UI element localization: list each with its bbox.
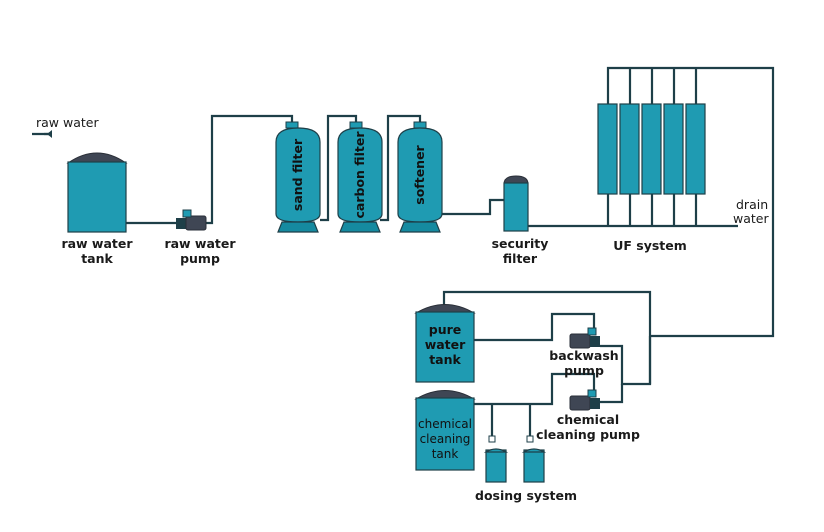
uf-membrane-4 [663, 103, 684, 195]
chemical-cleaning-pump-body [569, 395, 591, 411]
dosing-tank-1 [485, 449, 507, 483]
raw-water-pump-motor [176, 218, 186, 229]
uf-membrane-2 [619, 103, 640, 195]
sand-filter-stand [277, 221, 319, 233]
chem-pump-return-pipe [600, 384, 624, 404]
backwash-pump-motor [590, 336, 600, 347]
uf-system [597, 103, 706, 195]
pure-water-tank [414, 304, 476, 383]
raw-water-pump-head [182, 209, 192, 218]
dosing-valve-2 [526, 435, 534, 443]
chemical-cleaning-tank-label-3: tank [432, 447, 459, 461]
uf-membrane-1 [597, 103, 618, 195]
sand-to-carbon-pipe [320, 114, 358, 222]
carbon-filter-stand [339, 221, 381, 233]
backwash-pump [569, 327, 600, 349]
uf-to-pure-tank-pipe [442, 290, 652, 384]
backwash-pump-label-1: backwash [549, 348, 618, 363]
pure-water-tank-label-3: tank [429, 352, 461, 367]
raw-water-pump [176, 209, 207, 231]
chemical-cleaning-tank-body [415, 397, 475, 471]
chemical-cleaning-tank-label-2: cleaning [420, 432, 471, 446]
backwash-pump-label-2: pump [564, 363, 604, 378]
uf-top-risers [628, 68, 698, 104]
raw-water-tank-body [67, 161, 127, 233]
uf-membrane-5 [685, 103, 706, 195]
pure-tank-to-backwash-pipe [474, 312, 596, 342]
uf-system-label: UF system [613, 238, 687, 253]
sand-filter [275, 121, 321, 233]
security-filter-cap [503, 175, 529, 185]
raw-water-tank-label-2: tank [81, 251, 113, 266]
chemical-cleaning-pump-motor [590, 398, 600, 409]
uf-top-header [606, 66, 775, 338]
security-filter-label-2: filter [503, 251, 538, 266]
dosing-tank-2 [523, 449, 545, 483]
chemical-cleaning-pump-head [587, 389, 597, 398]
chemical-cleaning-pump [569, 389, 600, 411]
chemical-cleaning-pump-label-1: chemical [557, 412, 619, 427]
raw-water-pump-body [185, 215, 207, 231]
softener-body [397, 127, 443, 223]
labels: raw water raw water tank raw water pump … [36, 115, 769, 503]
sand-filter-body [275, 127, 321, 223]
softener-label: softener [412, 144, 427, 204]
pump-to-sand-pipe [204, 114, 294, 225]
security-filter [503, 175, 529, 232]
backwash-pump-body [569, 333, 591, 349]
carbon-to-softener-pipe [380, 114, 422, 222]
security-filter-body [503, 182, 529, 232]
raw-water-pump-label-2: pump [180, 251, 220, 266]
dosing-system-label: dosing system [475, 488, 577, 503]
drain-water-label-2: water [733, 211, 769, 226]
pipes [32, 66, 775, 438]
softener [397, 121, 443, 233]
pure-water-tank-label-2: water [425, 337, 466, 352]
raw-water-tank-label-1: raw water [61, 236, 133, 251]
uf-bottom-risers [606, 194, 698, 226]
carbon-filter-body [337, 127, 383, 223]
raw-water-pump-label-1: raw water [164, 236, 236, 251]
softener-stand [399, 221, 441, 233]
softener-to-security-pipe [440, 198, 506, 216]
raw-water-tank [66, 152, 128, 233]
security-filter-label-1: security [492, 236, 549, 251]
backwash-pump-head [587, 327, 597, 336]
chemical-cleaning-pump-label-2: cleaning pump [536, 427, 640, 442]
drain-water-label-1: drain [736, 197, 768, 212]
dosing-system [483, 435, 547, 483]
chem-tank-to-chem-pump-pipe [474, 372, 596, 406]
uf-membrane-3 [641, 103, 662, 195]
pure-water-tank-body [415, 311, 475, 383]
chemical-cleaning-tank [414, 390, 476, 471]
carbon-filter [337, 121, 383, 233]
dosing-valve-1 [488, 435, 496, 443]
sand-filter-label: sand filter [290, 138, 305, 211]
carbon-filter-label: carbon filter [352, 131, 367, 219]
chemical-cleaning-tank-label-1: chemical [418, 417, 472, 431]
pure-water-tank-label-1: pure [429, 322, 462, 337]
raw-water-inlet-label: raw water [36, 115, 99, 130]
